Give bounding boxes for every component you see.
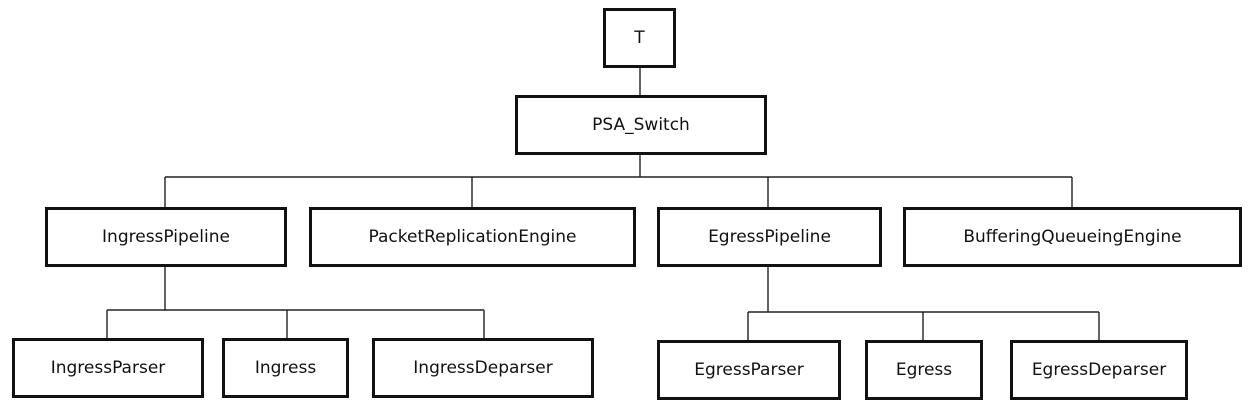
node-packet-replication-engine-label: PacketReplicationEngine — [368, 227, 577, 247]
node-ingress-pipeline-label: IngressPipeline — [102, 227, 230, 247]
node-ingress: Ingress — [222, 338, 349, 398]
node-egress: Egress — [865, 340, 983, 400]
node-egress-pipeline: EgressPipeline — [657, 207, 882, 267]
node-egress-pipeline-label: EgressPipeline — [708, 227, 831, 247]
node-ingress-label: Ingress — [254, 358, 317, 378]
node-buffering-queueing-engine-label: BufferingQueueingEngine — [963, 227, 1182, 247]
node-packet-replication-engine: PacketReplicationEngine — [309, 207, 636, 267]
node-ingress-pipeline: IngressPipeline — [45, 207, 287, 267]
node-psa-switch: PSA_Switch — [515, 95, 767, 155]
node-ingress-parser-label: IngressParser — [50, 358, 166, 378]
node-egress-label: Egress — [895, 360, 953, 380]
node-egress-parser-label: EgressParser — [694, 360, 804, 380]
node-psa-switch-label: PSA_Switch — [592, 115, 690, 135]
node-t-label: T — [634, 28, 645, 48]
node-ingress-parser: IngressParser — [12, 338, 204, 398]
node-ingress-deparser: IngressDeparser — [372, 338, 594, 398]
node-egress-deparser: EgressDeparser — [1010, 340, 1188, 400]
node-ingress-deparser-label: IngressDeparser — [413, 358, 553, 378]
node-buffering-queueing-engine: BufferingQueueingEngine — [903, 207, 1242, 267]
node-egress-parser: EgressParser — [657, 340, 841, 400]
node-egress-deparser-label: EgressDeparser — [1031, 360, 1167, 380]
node-t: T — [603, 8, 676, 68]
